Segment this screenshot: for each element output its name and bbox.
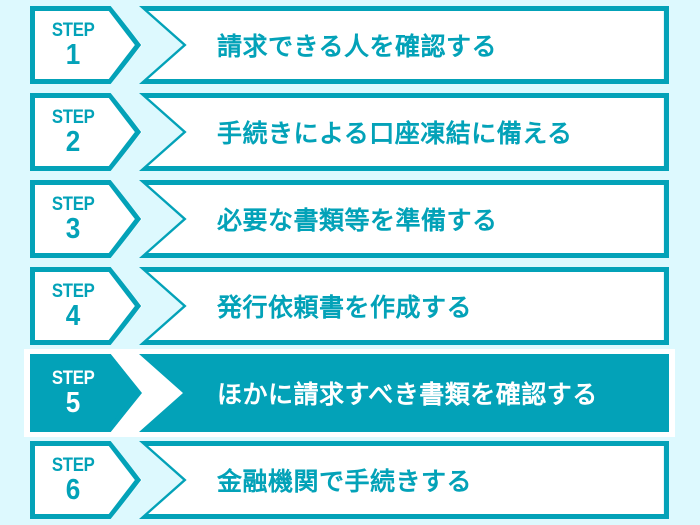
step-panel[interactable]: ほかに請求すべき書類を確認する (139, 354, 669, 432)
step-number: 5 (65, 386, 81, 419)
step-number: 6 (65, 473, 81, 506)
step-label: STEP (51, 454, 95, 476)
step-row[interactable]: STEP 2 手続きによる口座凍結に備える (0, 93, 700, 171)
step-number: 3 (65, 212, 81, 245)
step-title: 発行依頼書を作成する (217, 294, 473, 322)
step-row-active[interactable]: STEP 5 ほかに請求すべき書類を確認する (0, 349, 700, 437)
step-title: 金融機関で手続きする (217, 468, 473, 496)
step-badge-content: STEP 5 (30, 354, 142, 432)
step-title: ほかに請求すべき書類を確認する (217, 381, 598, 409)
step-row[interactable]: STEP 3 必要な書類等を準備する (0, 180, 700, 258)
step-badge: STEP 4 (30, 267, 142, 345)
step-panel[interactable]: 必要な書類等を準備する (139, 180, 669, 258)
step-badge: STEP 3 (30, 180, 142, 258)
step-label: STEP (51, 106, 95, 128)
step-title: 手続きによる口座凍結に備える (217, 120, 573, 148)
step-badge: STEP 2 (30, 93, 142, 171)
step-badge-content: STEP 6 (30, 441, 142, 519)
step-badge-content: STEP 4 (30, 267, 142, 345)
step-row[interactable]: STEP 1 請求できる人を確認する (0, 6, 700, 84)
step-panel[interactable]: 金融機関で手続きする (139, 441, 669, 519)
step-badge-content: STEP 2 (30, 93, 142, 171)
step-title: 請求できる人を確認する (217, 33, 498, 61)
step-badge-content: STEP 1 (30, 6, 142, 84)
step-panel[interactable]: 請求できる人を確認する (139, 6, 669, 84)
step-panel[interactable]: 発行依頼書を作成する (139, 267, 669, 345)
step-number: 4 (65, 299, 81, 332)
step-number: 1 (65, 38, 81, 71)
step-badge: STEP 6 (30, 441, 142, 519)
step-label: STEP (51, 193, 95, 215)
step-label: STEP (51, 19, 95, 41)
step-badge-content: STEP 3 (30, 180, 142, 258)
step-label: STEP (51, 280, 95, 302)
step-label: STEP (51, 367, 95, 389)
step-row[interactable]: STEP 6 金融機関で手続きする (0, 441, 700, 519)
step-title: 必要な書類等を準備する (217, 207, 498, 235)
step-row[interactable]: STEP 4 発行依頼書を作成する (0, 267, 700, 345)
step-badge: STEP 1 (30, 6, 142, 84)
step-panel[interactable]: 手続きによる口座凍結に備える (139, 93, 669, 171)
step-number: 2 (65, 125, 81, 158)
